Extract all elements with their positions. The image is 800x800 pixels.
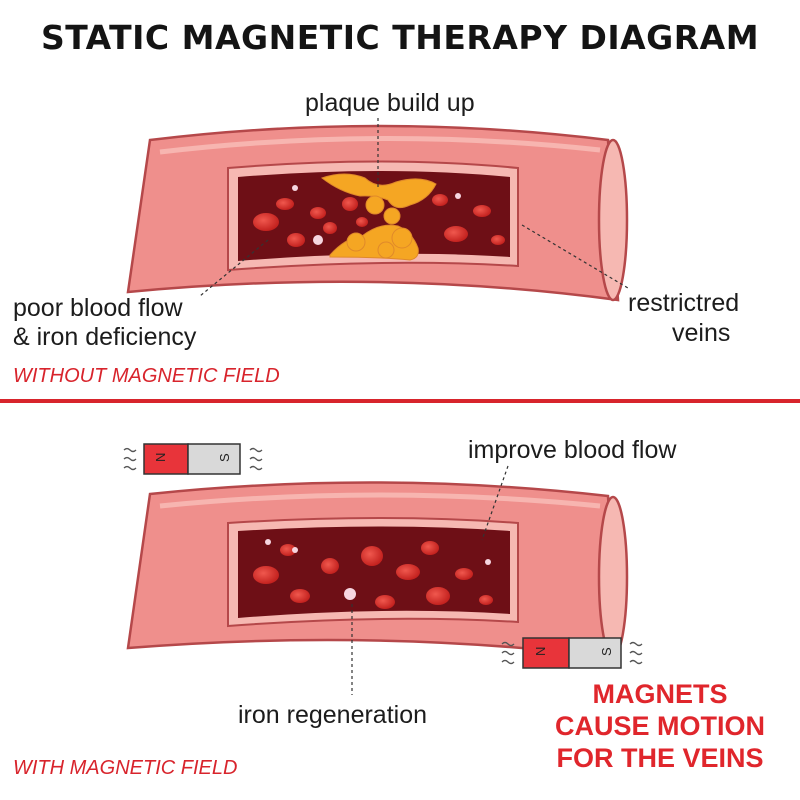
white-particle xyxy=(485,559,491,565)
iron-regeneration-label: iron regeneration xyxy=(238,701,428,729)
tagline-line3: FOR THE VEINS xyxy=(556,743,764,773)
red-blood-cell xyxy=(432,194,448,206)
red-blood-cell xyxy=(444,226,468,242)
red-blood-cell xyxy=(396,564,420,580)
red-blood-cell xyxy=(426,587,450,605)
red-blood-cell xyxy=(473,205,491,217)
red-blood-cell xyxy=(455,568,473,580)
vibration-icon xyxy=(123,447,263,471)
white-particle xyxy=(455,193,461,199)
blood-channel xyxy=(238,171,510,261)
magnet-south-label: S xyxy=(599,647,614,656)
red-blood-cell xyxy=(253,213,279,231)
magnet-north-label: N xyxy=(533,647,548,656)
page-title: STATIC MAGNETIC THERAPY DIAGRAM xyxy=(40,18,760,57)
restricted-leader-line xyxy=(521,224,629,289)
white-particle xyxy=(292,185,298,191)
red-blood-cell xyxy=(479,595,493,605)
plaque-deposit xyxy=(320,173,437,261)
magnet-south-pole xyxy=(568,637,622,669)
poor-flow-leader-line xyxy=(199,239,269,297)
section-divider xyxy=(0,399,800,403)
red-blood-cell xyxy=(361,546,383,566)
red-blood-cell xyxy=(323,222,337,234)
poor-flow-label-line2: & iron deficiency xyxy=(13,323,197,351)
magnet-north-label: N xyxy=(153,453,168,462)
magnet-south-pole xyxy=(187,443,241,475)
red-blood-cell xyxy=(356,217,368,227)
red-blood-cell xyxy=(310,207,326,219)
vein-wall-highlight xyxy=(159,136,601,155)
vein-opening xyxy=(597,495,629,659)
plaque-label: plaque build up xyxy=(305,89,475,117)
red-blood-cells-restricted xyxy=(253,185,505,247)
red-blood-cell xyxy=(375,595,395,609)
red-blood-cell xyxy=(290,589,310,603)
tagline-line1: MAGNETS xyxy=(592,679,728,709)
red-blood-cells-flowing xyxy=(253,539,493,609)
white-particle xyxy=(313,235,323,245)
vibration-icon xyxy=(501,641,643,665)
restricted-label-line1: restrictred xyxy=(628,289,740,317)
section-label-with: WITH MAGNETIC FIELD xyxy=(13,757,238,779)
vein-restricted xyxy=(126,124,629,302)
red-blood-cell xyxy=(280,544,296,556)
tagline-line2: CAUSE MOTION xyxy=(554,711,765,741)
restricted-label-line2: veins xyxy=(672,319,731,347)
red-blood-cell xyxy=(253,566,279,584)
magnet-south-label: S xyxy=(217,453,232,462)
vein-opening xyxy=(597,138,629,302)
poor-flow-label-line1: poor blood flow xyxy=(13,294,183,322)
magnet-right: N S xyxy=(501,637,643,669)
red-blood-cell xyxy=(321,558,339,574)
vein-improved xyxy=(126,481,629,660)
red-blood-cell xyxy=(276,198,294,210)
magnet-left: N S xyxy=(123,443,263,475)
magnet-north-pole xyxy=(522,637,570,669)
vein-wall-highlight xyxy=(159,492,601,509)
white-particle xyxy=(292,547,298,553)
red-blood-cell xyxy=(421,541,439,555)
white-particle xyxy=(265,539,271,545)
white-particle xyxy=(344,588,356,600)
magnet-north-pole xyxy=(143,443,189,475)
improve-flow-label: improve blood flow xyxy=(468,436,677,464)
red-blood-cell xyxy=(491,235,505,245)
improve-flow-leader-line xyxy=(481,465,509,541)
section-label-without: WITHOUT MAGNETIC FIELD xyxy=(13,365,280,387)
red-blood-cell xyxy=(342,197,358,211)
red-blood-cell xyxy=(287,233,305,247)
tagline: MAGNETS CAUSE MOTION FOR THE VEINS xyxy=(520,678,800,774)
